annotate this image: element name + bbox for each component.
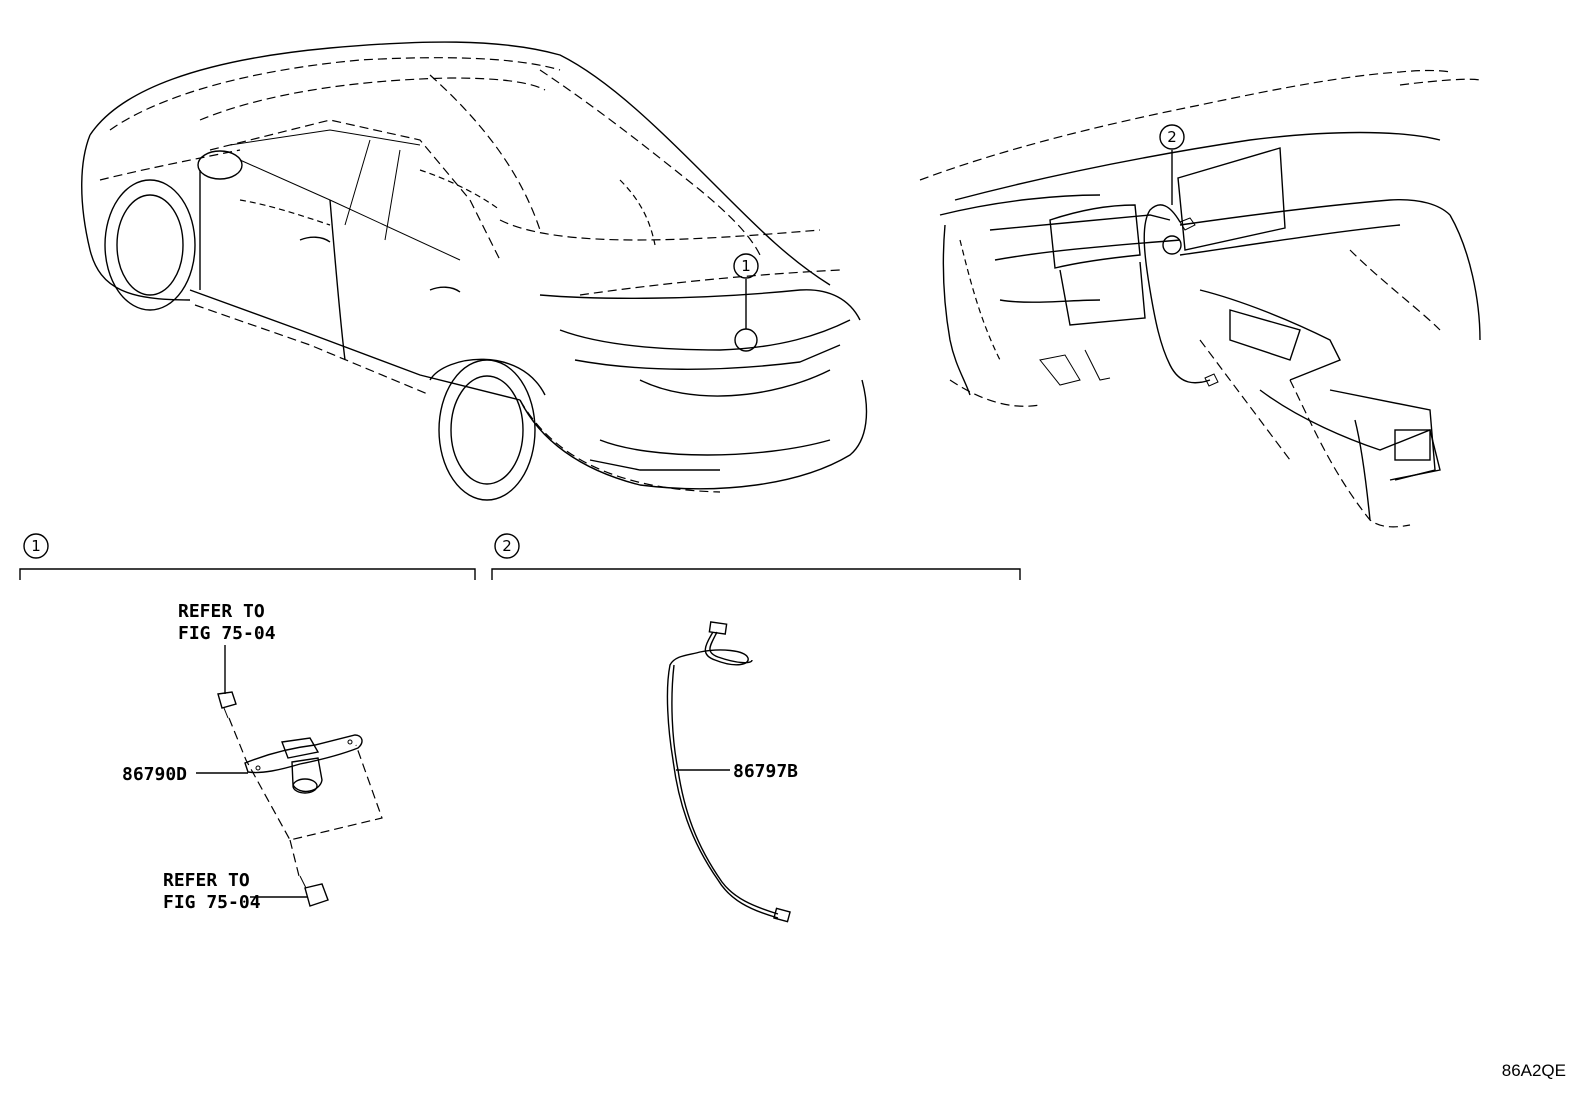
refer-label-bottom: REFER TO FIG 75-04 xyxy=(163,870,307,913)
svg-text:FIG 75-04: FIG 75-04 xyxy=(178,623,276,644)
svg-text:2: 2 xyxy=(502,537,512,555)
svg-text:REFER TO: REFER TO xyxy=(178,601,265,622)
svg-text:86790D: 86790D xyxy=(122,764,187,785)
svg-text:2: 2 xyxy=(1167,128,1177,146)
part-label-86790D: 86790D xyxy=(122,764,248,785)
section-2-header: 2 xyxy=(491,533,1021,580)
car-rear-view-illustration xyxy=(81,41,868,501)
part-label-86797B: 86797B xyxy=(676,761,798,782)
diagram-code: 86A2QE xyxy=(1502,1061,1566,1080)
dashboard-illustration xyxy=(919,69,1481,528)
section-1-header: 1 xyxy=(19,533,476,580)
svg-text:FIG 75-04: FIG 75-04 xyxy=(163,892,261,913)
screw-icon xyxy=(217,691,237,719)
refer-label-top: REFER TO FIG 75-04 xyxy=(178,601,276,694)
dashboard-cable-route xyxy=(1143,150,1219,387)
rear-camera-part xyxy=(244,734,363,794)
svg-text:REFER TO: REFER TO xyxy=(163,870,250,891)
svg-text:1: 1 xyxy=(31,537,41,555)
callout-2-on-dashboard: 2 xyxy=(1159,124,1185,150)
camera-location-marker xyxy=(734,279,758,352)
bolt-icon xyxy=(299,875,329,907)
camera-cable-part xyxy=(666,621,791,923)
svg-text:1: 1 xyxy=(741,257,751,275)
svg-text:86797B: 86797B xyxy=(733,761,798,782)
callout-1-on-car: 1 xyxy=(733,253,759,279)
install-guide-lines xyxy=(228,717,383,881)
